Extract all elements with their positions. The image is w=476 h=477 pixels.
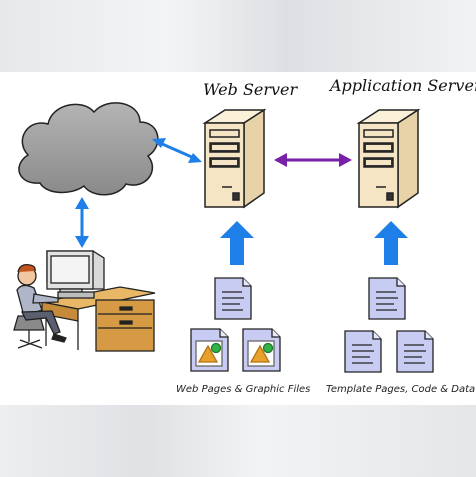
cloud-webserver-arrow xyxy=(152,138,202,163)
app-document-icon xyxy=(368,277,406,320)
web-server-title: Web Server xyxy=(203,80,298,99)
web-upload-arrow xyxy=(220,221,254,265)
computer-user-icon xyxy=(13,250,156,352)
cloud-computer-arrow xyxy=(75,197,89,248)
web-server-icon xyxy=(202,108,267,209)
blurred-background-bottom xyxy=(0,405,476,477)
cloud-icon xyxy=(18,102,159,196)
application-server-icon xyxy=(356,108,421,209)
app-document-icon xyxy=(396,330,434,373)
app-document-icon xyxy=(344,330,382,373)
blurred-background-top xyxy=(0,0,476,72)
web-document-icon xyxy=(214,277,252,320)
app-upload-arrow xyxy=(374,221,408,265)
image-document-icon xyxy=(242,328,281,372)
web-files-caption: Web Pages & Graphic Files xyxy=(176,384,311,395)
server-link-arrow xyxy=(274,153,352,167)
app-files-caption: Template Pages, Code & Data xyxy=(326,384,476,395)
image-document-icon xyxy=(190,328,229,372)
application-server-title: Application Server xyxy=(330,76,476,95)
